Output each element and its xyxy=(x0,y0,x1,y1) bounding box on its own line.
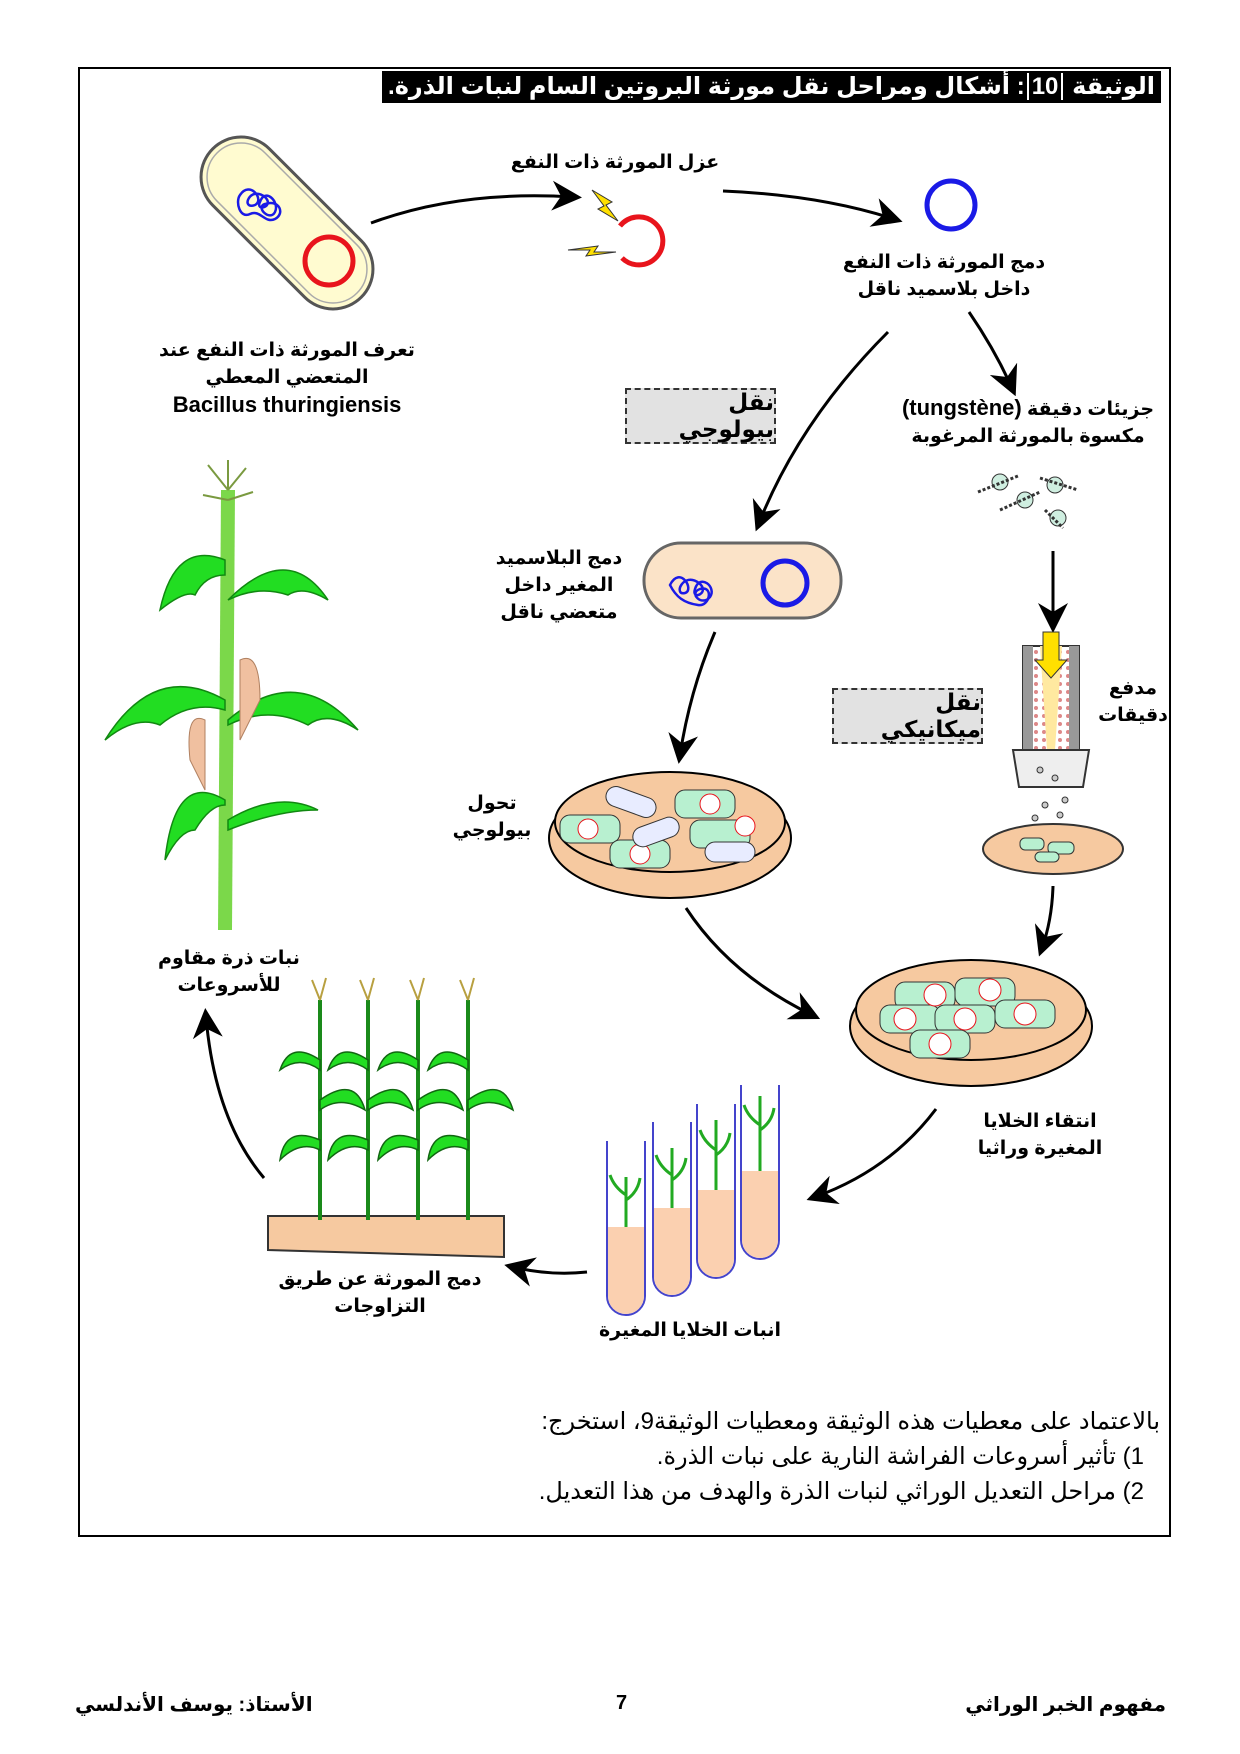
label-gene-gun: مدفع دقيقات xyxy=(1098,675,1168,729)
label-line: داخل بلاسميد ناقل xyxy=(857,279,1031,300)
label-line: المغيرة وراثيا xyxy=(977,1138,1103,1159)
title-text: : أشكال ومراحل نقل مورثة البروتين السام … xyxy=(388,73,1025,100)
label-line: نبات ذرة مقاوم xyxy=(158,948,300,969)
arrow-particles xyxy=(967,311,1018,397)
bio-transfer-box: نقل بيولوجي xyxy=(625,388,776,444)
lightning-icon xyxy=(591,189,619,222)
label-line: التزاوجات xyxy=(334,1296,426,1317)
label-line: مدفع xyxy=(1108,678,1158,699)
donor-bacterium xyxy=(199,135,375,311)
label-line: متعضي ناقل xyxy=(500,602,618,623)
label-crossing: دمج المورثة عن طريق التزاوجات xyxy=(279,1266,482,1320)
label-germination: انبات الخلايا المغيرة xyxy=(598,1320,782,1341)
label-resistant-plant: نبات ذرة مقاوم للأسروعات xyxy=(158,945,300,999)
document-frame xyxy=(78,67,1171,1537)
document-number: 10 xyxy=(1026,73,1064,100)
small-petri-dish xyxy=(982,823,1124,875)
bacterium-name: Bacillus thuringiensis xyxy=(172,392,402,417)
coated-particles xyxy=(977,473,1079,530)
gene-gun xyxy=(1011,631,1091,822)
questions-intro: بالاعتماد على معطيات هذه الوثيقة ومعطيات… xyxy=(541,1408,1160,1435)
label-line: تعرف المورثة ذات النفع عند xyxy=(159,340,415,361)
mech-transfer-box: نقل ميكانيكي xyxy=(832,688,983,744)
label-bio-transformation: تحول بيولوجي xyxy=(453,790,532,844)
arrow-gun-to-selection xyxy=(1034,885,1064,957)
recombinant-plasmid xyxy=(924,178,978,232)
cut-plasmid xyxy=(618,214,666,268)
label-line: تحول xyxy=(467,793,517,814)
label-line: للأسروعات xyxy=(177,975,281,996)
arrow-isolate xyxy=(370,180,582,225)
label-line: بيولوجي xyxy=(452,820,532,841)
arrow-to-selection xyxy=(684,907,821,1020)
particles-latin: (tungstène) xyxy=(901,395,1022,420)
petri-dish-selection xyxy=(849,959,1093,1087)
label-line: جزيئات دقيقة (tungstène) xyxy=(902,394,1154,423)
label-identify-gene: تعرف المورثة ذات النفع عند المتعضي المعطي… xyxy=(159,337,415,418)
lightning-icon xyxy=(567,245,617,257)
test-tubes xyxy=(606,1085,780,1316)
label-line: المغير داخل xyxy=(504,575,614,596)
resistant-corn-plant xyxy=(104,460,359,931)
label-particles: جزيئات دقيقة (tungstène) مكسوة بالمورثة ا… xyxy=(902,394,1154,450)
label-isolate-gene: عزل المورثة ذات النفع xyxy=(510,152,720,173)
arrow-to-plant xyxy=(192,1008,266,1179)
label-line: دمج المورثة ذات النفع xyxy=(842,252,1046,273)
label-line: مكسوة بالمورثة المرغوبة xyxy=(911,426,1145,447)
questions: بالاعتماد على معطيات هذه الوثيقة ومعطيات… xyxy=(539,1404,1160,1509)
label-modified-plasmid: دمج البلاسميد المغير داخل متعضي ناقل xyxy=(496,545,622,626)
label-line: دمج البلاسميد xyxy=(495,548,623,569)
label-integrate-plasmid: دمج المورثة ذات النفع داخل بلاسميد ناقل xyxy=(843,249,1045,303)
particles-ar: جزيئات دقيقة xyxy=(1027,399,1155,420)
label-line: انتقاء الخلايا xyxy=(983,1111,1097,1132)
arrow-to-crossing xyxy=(504,1257,588,1287)
modified-bacterium xyxy=(642,541,843,620)
arrow-integrate xyxy=(722,189,903,227)
question-2: 2) مراحل التعديل الوراثي لنبات الذرة وال… xyxy=(538,1478,1144,1505)
question-1: 1) تأثير أسروعات الفراشة النارية على نبا… xyxy=(656,1443,1144,1470)
document-title: الوثيقة 10: أشكال ومراحل نقل مورثة البرو… xyxy=(382,71,1161,103)
corn-field xyxy=(267,977,515,1259)
label-selection: انتقاء الخلايا المغيرة وراثيا xyxy=(978,1108,1102,1162)
label-line: دمج المورثة عن طريق xyxy=(278,1269,482,1290)
label-line: دقيقات xyxy=(1098,705,1168,726)
title-prefix: الوثيقة xyxy=(1072,73,1155,100)
bacterial-dna xyxy=(236,188,282,222)
petri-dish-transformation xyxy=(548,771,792,899)
footer-author: الأستاذ: يوسف الأندلسي xyxy=(75,1694,313,1716)
footer-page-number: 7 xyxy=(616,1692,628,1714)
arrow-bio xyxy=(752,330,890,532)
label-line: المتعضي المعطي xyxy=(205,367,369,388)
footer-subject: مفهوم الخبر الوراثي xyxy=(965,1694,1166,1716)
arrow-to-tubes xyxy=(806,1108,938,1204)
arrow-to-dish xyxy=(668,631,717,764)
donor-plasmid xyxy=(302,234,356,288)
